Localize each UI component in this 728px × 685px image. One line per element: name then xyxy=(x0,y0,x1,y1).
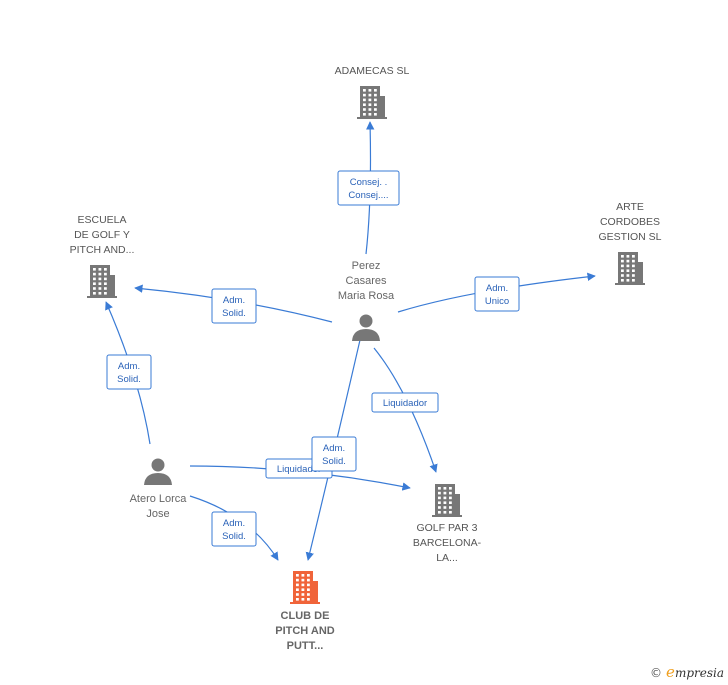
edge-label-perez-club[interactable]: Adm. Solid. xyxy=(311,436,357,472)
node-label: Casares xyxy=(346,275,387,287)
node-label: Atero Lorca xyxy=(130,493,188,505)
edge-label-perez-escuela[interactable]: Adm. Solid. xyxy=(211,288,257,324)
edge-label-perez-arte[interactable]: Adm. Unico xyxy=(474,276,520,312)
edge-label-box xyxy=(371,392,439,413)
edge-label-text: Solid. xyxy=(117,374,141,385)
brand-logo-text: mpresia xyxy=(674,666,724,680)
edge-label-atero-club[interactable]: Adm. Solid. xyxy=(211,511,257,547)
building-icon xyxy=(432,484,462,517)
node-label: ESCUELA xyxy=(77,214,126,226)
node-label: GESTION SL xyxy=(598,231,661,243)
node-label: DE GOLF Y xyxy=(74,229,130,241)
edge-label-box xyxy=(211,288,257,324)
node-label: PUTT... xyxy=(287,640,324,652)
edge-label-perez-adamecas[interactable]: Consej. . Consej.... xyxy=(337,170,400,206)
node-escuela[interactable]: ESCUELA DE GOLF Y PITCH AND... xyxy=(70,214,135,298)
brand-logo-initial: e xyxy=(666,663,675,681)
edge-label-atero-escuela[interactable]: Adm. Solid. xyxy=(106,354,152,390)
edge-label-box xyxy=(211,511,257,547)
edge-label-box xyxy=(311,436,357,472)
edge-label-text: Adm. xyxy=(223,518,245,529)
edge-label-text: Adm. xyxy=(118,361,140,372)
person-icon xyxy=(352,314,380,341)
building-icon xyxy=(615,252,645,285)
node-label: Maria Rosa xyxy=(338,290,395,302)
edge-label-text: Adm. xyxy=(486,283,508,294)
node-label: BARCELONA- xyxy=(413,537,482,549)
edge-label-box xyxy=(337,170,400,206)
edge-label-box xyxy=(474,276,520,312)
edge-label-text: Liquidador xyxy=(383,398,427,409)
edge-label-text: Liquidador xyxy=(277,464,321,475)
edge-label-box xyxy=(106,354,152,390)
edge-label-text: Consej.... xyxy=(348,190,388,201)
edge-label-text: Adm. xyxy=(323,443,345,454)
node-club[interactable]: CLUB DE PITCH AND PUTT... xyxy=(275,571,335,652)
person-icon xyxy=(144,458,172,485)
building-icon xyxy=(290,571,320,604)
node-label: PITCH AND xyxy=(275,625,335,637)
edge-label-text: Consej. . xyxy=(350,177,388,188)
node-label: LA... xyxy=(436,552,458,564)
node-label: ARTE xyxy=(616,201,644,213)
building-icon xyxy=(87,265,117,298)
node-label: ADAMECAS SL xyxy=(335,65,410,77)
building-icon xyxy=(357,86,387,119)
node-label: CLUB DE xyxy=(281,610,330,622)
edge-label-text: Adm. xyxy=(223,295,245,306)
edge-label-text: Solid. xyxy=(222,308,246,319)
node-label: GOLF PAR 3 xyxy=(416,522,477,534)
edge-label-text: Solid. xyxy=(222,531,246,542)
node-adamecas[interactable]: ADAMECAS SL xyxy=(335,65,410,119)
copyright-symbol: © xyxy=(650,666,663,680)
node-label: Perez xyxy=(352,260,381,272)
edge-label-text: Unico xyxy=(485,296,509,307)
node-label: PITCH AND... xyxy=(70,244,135,256)
node-arte[interactable]: ARTE CORDOBES GESTION SL xyxy=(598,201,662,285)
edge-label-text: Solid. xyxy=(322,456,346,467)
brand-footer: ©empresia xyxy=(650,663,724,681)
edge-label-perez-golfpar[interactable]: Liquidador xyxy=(371,392,439,413)
node-golfpar[interactable]: GOLF PAR 3 BARCELONA- LA... xyxy=(413,484,482,564)
node-label: Jose xyxy=(146,508,169,520)
node-label: CORDOBES xyxy=(600,216,660,228)
